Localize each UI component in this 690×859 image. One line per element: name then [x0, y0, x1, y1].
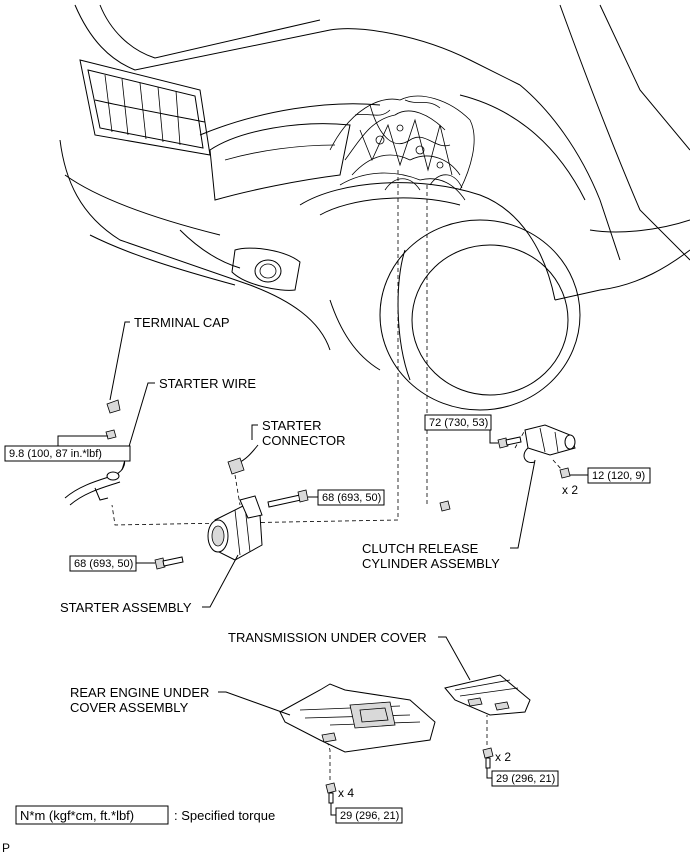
clutch-bolt-qty-label: x 2: [562, 483, 578, 497]
clutch-bolt-side-part: [559, 467, 571, 479]
starter-wire-label: STARTER WIRE: [159, 376, 256, 391]
vehicle-front-illustration: [59, 4, 690, 411]
rear-engine-under-cover-part: [279, 683, 436, 753]
torque-box-terminal-nut: 9.8 (100, 87 in.*lbf): [4, 445, 131, 462]
legend-description-text: : Specified torque: [174, 808, 275, 823]
starter-connector-label-line2: CONNECTOR: [262, 433, 346, 448]
corner-mark: P: [2, 841, 10, 854]
clutch-bolt-upper-part: [497, 436, 522, 449]
rear-engine-under-cover-label-line2: COVER ASSEMBLY: [70, 700, 189, 715]
starter-bolt-lower-part: [154, 556, 184, 570]
torque-clutch-upper-text: 72 (730, 53): [429, 417, 488, 429]
torque-rear-cover-text: 29 (296, 21): [340, 810, 399, 822]
terminal-cap-part: [106, 399, 121, 414]
legend-unit-text: N*m (kgf*cm, ft.*lbf): [20, 808, 134, 823]
starter-assembly-label: STARTER ASSEMBLY: [60, 600, 192, 615]
torque-box-trans-cover: 29 (296, 21): [491, 770, 559, 787]
torque-clutch-side-text: 12 (120, 9): [592, 470, 645, 482]
torque-starter-upper-text: 68 (693, 50): [322, 492, 381, 504]
engine-bay-wiring: [329, 95, 475, 201]
torque-box-starter-upper: 68 (693, 50): [317, 489, 385, 506]
terminal-cap-label: TERMINAL CAP: [134, 315, 230, 330]
torque-box-clutch-side: 12 (120, 9): [587, 467, 651, 484]
transmission-nut-part: [439, 500, 451, 512]
trans-cover-bolt-qty-label: x 2: [495, 750, 511, 764]
transmission-under-cover-label: TRANSMISSION UNDER COVER: [228, 630, 427, 645]
terminal-nut-part: [105, 429, 117, 440]
torque-terminal-nut-text: 9.8 (100, 87 in.*lbf): [9, 448, 102, 460]
torque-legend: N*m (kgf*cm, ft.*lbf) : Specified torque: [15, 805, 275, 825]
rear-cover-bolt-qty-label: x 4: [338, 786, 354, 800]
torque-box-clutch-upper: 72 (730, 53): [424, 414, 492, 431]
starter-connector-part: [227, 444, 259, 475]
starter-bolt-upper-part: [267, 489, 309, 508]
starter-connector-label-line1: STARTER: [262, 418, 321, 433]
clutch-release-label-line1: CLUTCH RELEASE: [362, 541, 479, 556]
rear-engine-under-cover-label-line1: REAR ENGINE UNDER: [70, 685, 209, 700]
callout-leaders: [57, 321, 588, 816]
starter-assembly-part: [207, 495, 263, 561]
clutch-release-cylinder-part: [523, 424, 576, 464]
torque-starter-lower-text: 68 (693, 50): [74, 558, 133, 570]
starter-wire-part: [64, 454, 126, 506]
torque-box-rear-cover: 29 (296, 21): [335, 807, 403, 824]
trans-cover-bolt-part: [482, 747, 494, 769]
rear-cover-bolt-part: [325, 782, 337, 804]
torque-trans-cover-text: 29 (296, 21): [496, 773, 555, 785]
torque-box-starter-lower: 68 (693, 50): [69, 555, 137, 572]
clutch-release-label-line2: CYLINDER ASSEMBLY: [362, 556, 500, 571]
transmission-under-cover-part: [444, 674, 531, 716]
